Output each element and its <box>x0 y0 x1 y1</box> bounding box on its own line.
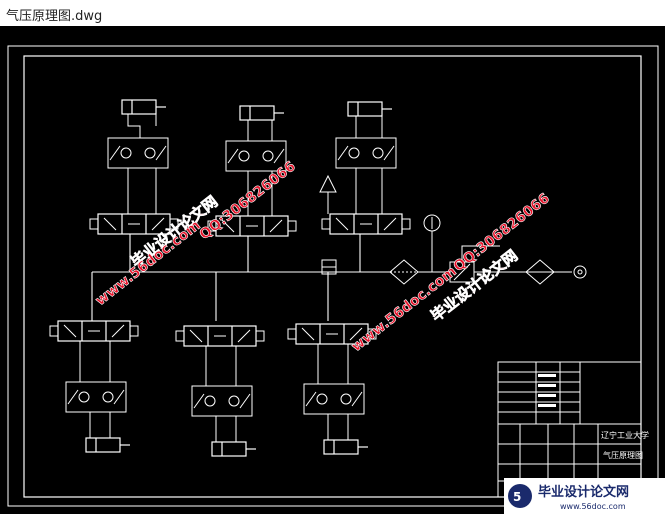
footer-logo: 5 毕业设计论文网 www.56doc.com <box>504 478 665 514</box>
flow-control-bottom-2 <box>191 385 253 417</box>
title-block-university: 辽宁工业大学 <box>601 430 649 440</box>
bottom-piping-lower <box>89 412 349 442</box>
flow-control-top-1 <box>107 137 169 169</box>
main-supply-line <box>91 234 390 321</box>
footer-logo-icon: 5 <box>513 490 521 504</box>
title-block-drawing-name: 气压原理图 <box>603 450 643 460</box>
footer-logo-brand: 毕业设计论文网 <box>538 484 629 500</box>
outer-frame <box>7 45 659 507</box>
cylinder-top-2 <box>239 105 285 121</box>
title-block <box>497 361 642 498</box>
pressure-indicator-triangle <box>319 174 337 193</box>
cylinder-top-3 <box>347 101 393 117</box>
valve-top-3 <box>321 213 411 235</box>
valve-bottom-2 <box>175 325 265 347</box>
flow-control-bottom-1 <box>65 381 127 413</box>
top-piping <box>127 114 383 216</box>
cylinder-bottom-1 <box>85 437 131 453</box>
pneumatic-schematic: 辽宁工业大学 气压原理图 毕业设计论文网 QQ:306826066 www.56… <box>7 45 665 514</box>
flow-control-top-3 <box>335 137 397 169</box>
bottom-piping <box>79 341 349 386</box>
air-preparation-unit <box>389 214 587 285</box>
inner-frame <box>23 55 642 498</box>
title-block-fills <box>538 374 556 407</box>
watermark-url-1: www.56doc.com <box>92 217 204 309</box>
cylinder-top-1 <box>121 99 167 115</box>
window-title: 气压原理图.dwg <box>6 9 103 24</box>
svg-text:www.56doc.com: www.56doc.com <box>93 217 204 309</box>
drawing-canvas[interactable]: 辽宁工业大学 气压原理图 毕业设计论文网 QQ:306826066 www.56… <box>0 26 665 514</box>
cylinder-bottom-3 <box>323 439 369 455</box>
footer-logo-url: www.56doc.com <box>560 502 626 511</box>
flow-control-bottom-3 <box>303 383 365 415</box>
valve-bottom-1 <box>49 320 139 342</box>
window-titlebar: 气压原理图.dwg <box>0 0 665 26</box>
cylinder-bottom-2 <box>211 441 257 457</box>
